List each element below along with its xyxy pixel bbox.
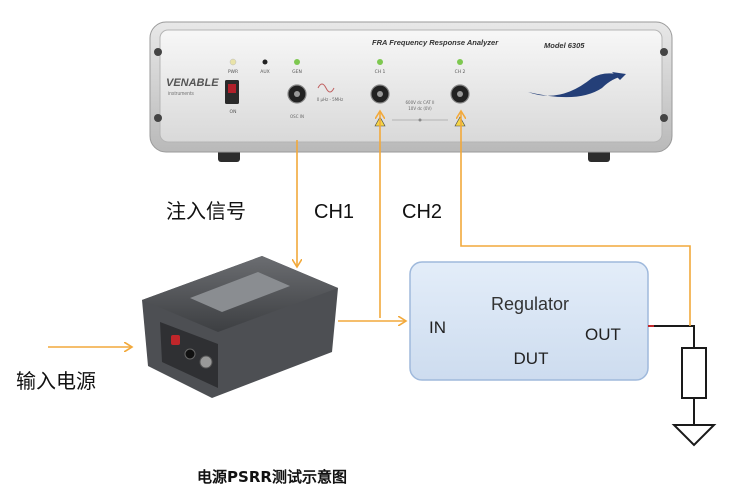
- fra-analyzer: VENABLE instruments PWR ON AUX GEN OSC I…: [149, 21, 673, 162]
- warning-triangle-icon: [454, 116, 466, 127]
- brand-sub: instruments: [168, 91, 194, 97]
- regulator-dut-label: DUT: [514, 349, 549, 368]
- ch1-label: CH1: [314, 201, 354, 223]
- ch2-line: [461, 112, 691, 326]
- out-wire: [654, 325, 695, 348]
- analyzer-panel: [159, 29, 663, 143]
- load-resistor: [648, 325, 717, 447]
- aux-led-icon: [262, 59, 268, 65]
- pwr-indicator-label: PWR: [228, 69, 238, 75]
- regulator-in-label: IN: [429, 318, 446, 337]
- power-switch-label: ON: [230, 109, 237, 115]
- swoosh-logo-icon: [528, 73, 624, 98]
- screw-icon: [660, 48, 668, 56]
- gen-led-icon: [294, 59, 300, 65]
- swoosh-tail-icon: [612, 72, 626, 80]
- regulator-title: Regulator: [491, 294, 569, 314]
- regulator-box: [409, 261, 649, 381]
- power-switch-rocker: [228, 84, 236, 93]
- ch2-indicator-label: CH 2: [455, 69, 466, 75]
- brand-logo: VENABLE: [166, 77, 219, 89]
- gen-range-label: 0 µHz - 5MHz: [317, 97, 344, 102]
- bnc-connector-icon: [199, 355, 213, 369]
- analyzer-title: FRA Frequency Response Analyzer: [372, 38, 499, 47]
- osc-label: OSC IN: [290, 114, 304, 119]
- regulator-out-label: OUT: [585, 325, 621, 344]
- injection-label: 注入信号: [166, 199, 246, 223]
- model-label: Model 6305: [544, 41, 585, 50]
- pwr-led-icon: [229, 58, 237, 66]
- aux-indicator-label: AUX: [260, 69, 269, 75]
- ch1-indicator-label: CH 1: [375, 69, 386, 75]
- box-label-plate: [190, 272, 290, 312]
- connector-pin-icon: [294, 91, 300, 97]
- ch2-label: CH2: [402, 201, 442, 223]
- ch-note-line2: 10V dc (0V): [408, 106, 432, 111]
- resistor-icon: [681, 347, 707, 399]
- sine-wave-icon: [317, 83, 335, 93]
- ch2-led-icon: [457, 59, 463, 65]
- bracket-dot-icon: [418, 118, 422, 122]
- screw-icon: [154, 48, 162, 56]
- input-power-label: 输入电源: [16, 369, 96, 393]
- connector-pin-icon: [377, 91, 383, 97]
- caption: 电源PSRR测试示意图: [197, 468, 347, 486]
- ground-icon: [671, 424, 717, 447]
- gen-indicator-label: GEN: [292, 69, 302, 75]
- red-terminal-icon: [171, 335, 180, 345]
- ch-note-line1: 600V dc CAT II: [406, 100, 435, 105]
- screw-icon: [154, 114, 162, 122]
- regulator-block: Regulator IN OUT DUT: [409, 261, 649, 381]
- signal-lines: [48, 112, 691, 347]
- ch1-led-icon: [377, 59, 383, 65]
- injection-box: [142, 256, 338, 398]
- black-terminal-icon: [184, 348, 196, 360]
- screw-icon: [660, 114, 668, 122]
- connector-pin-icon: [457, 91, 463, 97]
